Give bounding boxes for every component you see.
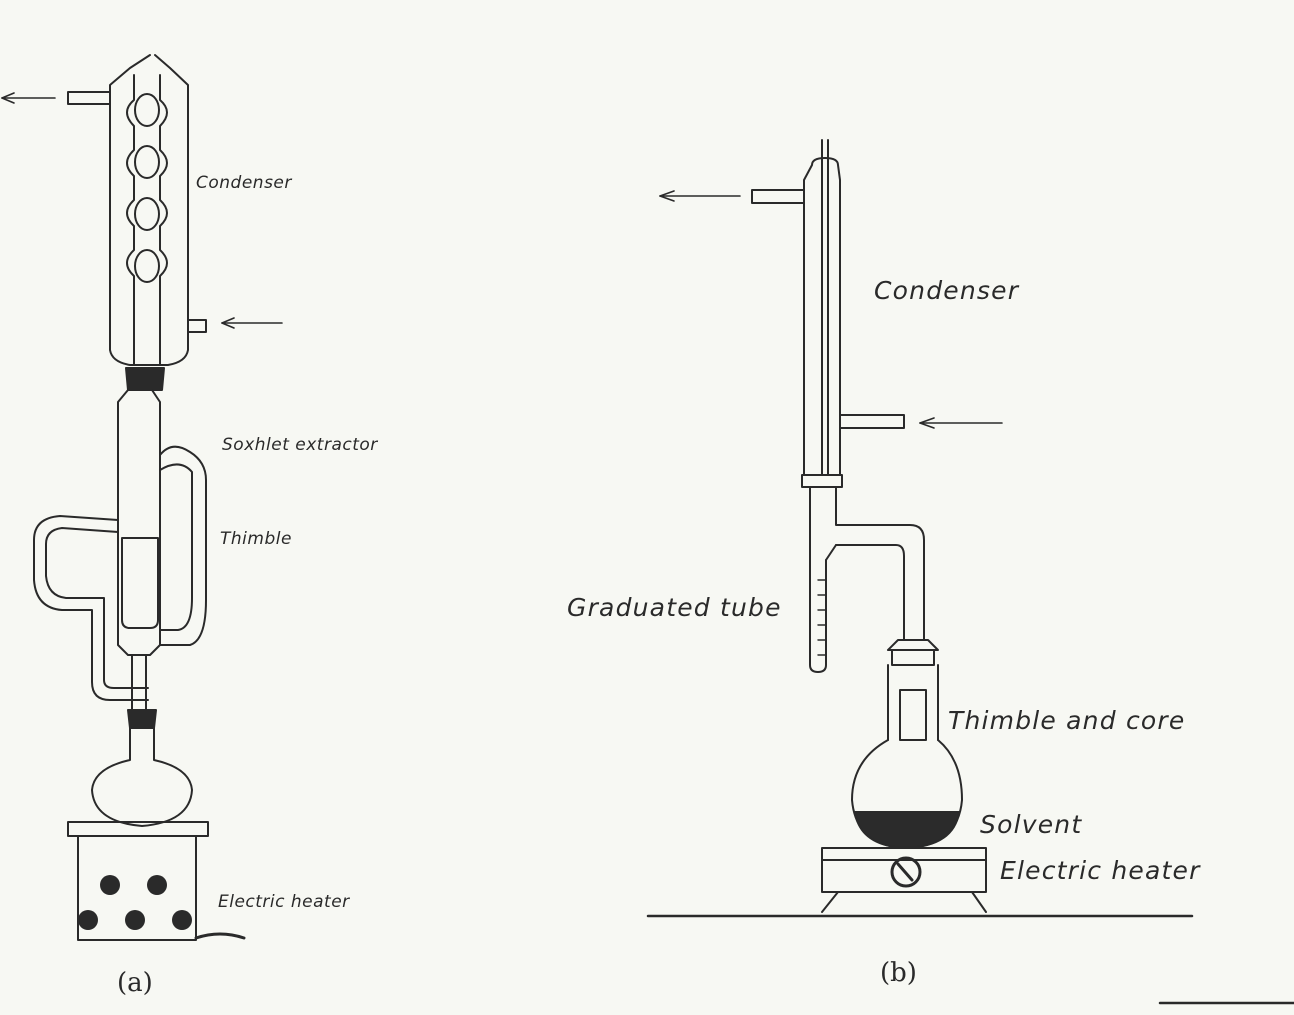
figure-b-water-arrows	[659, 190, 1003, 429]
figure-b-joint	[801, 474, 843, 488]
figure-a-thimble	[121, 537, 159, 629]
figure-b-graduated-tube-label: Graduated tube	[567, 593, 782, 622]
figure-b-condenser	[751, 139, 905, 476]
figure-a-soxhlet-apparatus	[1, 54, 283, 941]
figure-b-graduated-tube	[809, 486, 925, 673]
figure-b-thimble-and-core-label: Thimble and core	[948, 706, 1186, 735]
figure-a-soxhlet-extractor-label: Soxhlet extractor	[222, 435, 378, 455]
figure-b-heater-dial-icon	[890, 856, 922, 888]
figure-a-soxhlet-extractor	[33, 389, 207, 711]
figure-b-flask	[851, 739, 963, 849]
figure-a-stopper-top	[125, 367, 165, 391]
figure-a-flask	[91, 727, 193, 827]
figure-b-dean-stark-apparatus	[646, 139, 1194, 918]
figure-b-thimble	[887, 664, 939, 741]
figure-a-water-arrows	[1, 92, 283, 329]
figure-b-electric-heater	[821, 847, 987, 913]
figure-b-caption: (b)	[880, 958, 917, 988]
figure-a-electric-heater	[67, 821, 246, 941]
figure-b-electric-heater-label: Electric heater	[1000, 856, 1201, 885]
figure-a-electric-heater-label: Electric heater	[218, 892, 350, 912]
figure-b-solvent	[854, 811, 960, 849]
figure-b-condenser-label: Condenser	[874, 276, 1020, 305]
figure-b-solvent-label: Solvent	[980, 810, 1083, 839]
figure-a-condenser-label: Condenser	[196, 173, 292, 193]
figure-b-flask-joint	[887, 639, 939, 651]
figure-a-condenser	[67, 54, 207, 366]
figure-a-thimble-label: Thimble	[220, 529, 292, 549]
figure-a-caption: (a)	[117, 968, 153, 998]
figure-a-stopper-bottom	[127, 709, 157, 729]
